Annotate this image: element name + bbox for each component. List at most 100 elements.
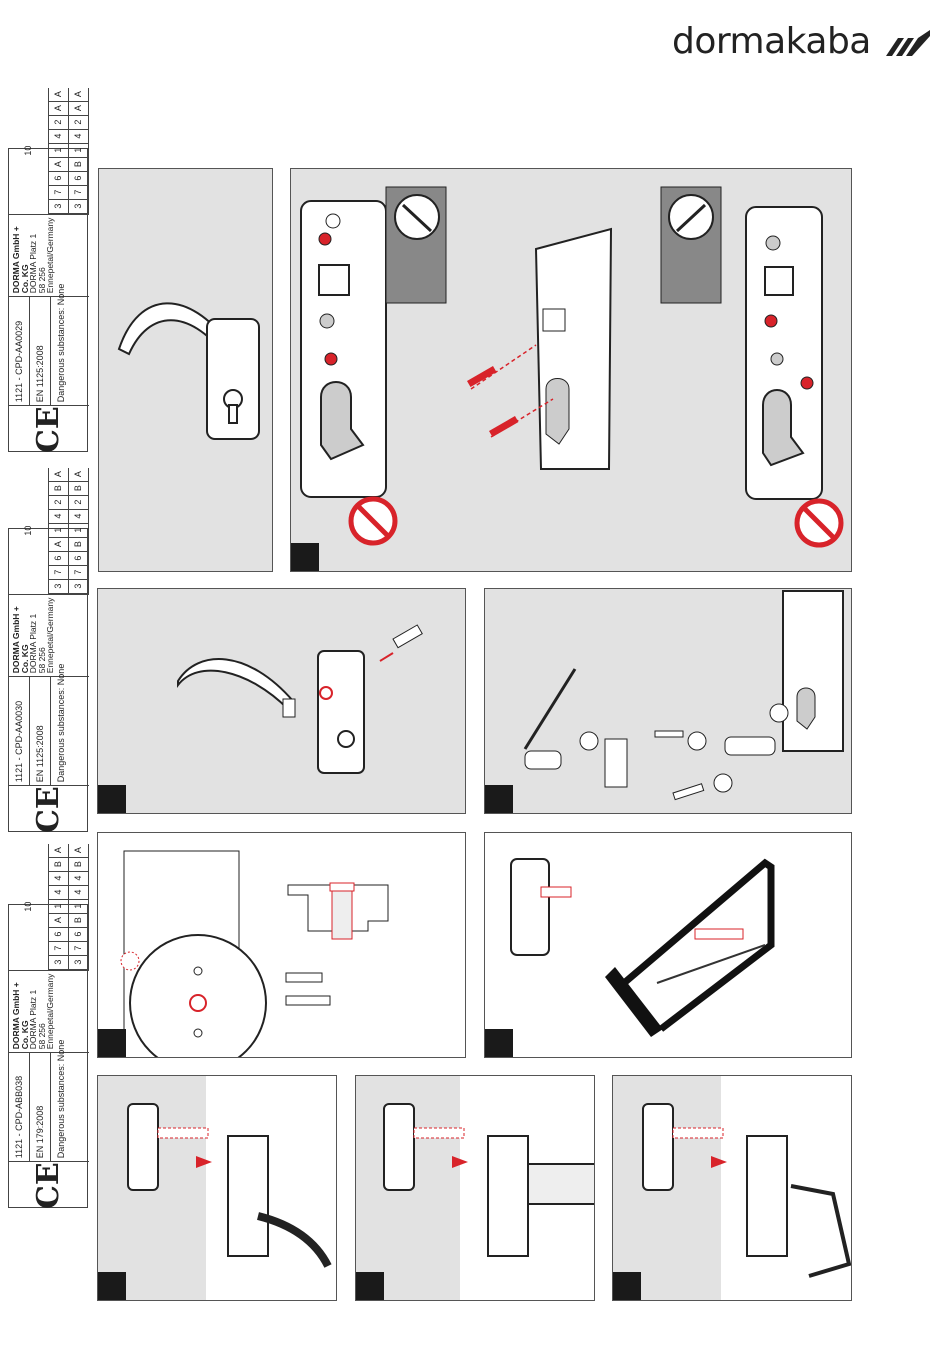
- class-header: 10: [9, 87, 49, 214]
- ce-code-line: EN 1125:2008: [30, 297, 51, 406]
- panel-mounting-plates: [290, 168, 852, 572]
- class-cell: 2: [69, 495, 89, 510]
- class-cell: B: [49, 857, 69, 872]
- hacksaw-icon: [510, 858, 775, 1037]
- ce-mark: CE: [9, 405, 89, 453]
- maker-city: 58 256 Ennepetal/Germany: [36, 217, 56, 294]
- class-cell: 3: [69, 199, 89, 214]
- ce-codes: 1121 - CPD-AA0029 EN 1125:2008 Dangerous…: [9, 284, 89, 406]
- ce-code-line: 1121 - CPD-AA0030: [9, 677, 30, 786]
- class-cell: 2: [69, 115, 89, 130]
- class-cell: 7: [49, 185, 69, 200]
- mounting-plates-illustration: [300, 186, 844, 548]
- mount-variant-3-illustration: [642, 1103, 851, 1278]
- class-cell: 2: [49, 495, 69, 510]
- class-cell: A: [49, 843, 69, 858]
- class-header: 10: [9, 843, 49, 970]
- maker-name: DORMA GmbH + Co. KG: [11, 226, 30, 294]
- class-cell: A: [69, 467, 89, 482]
- class-cell: 6: [69, 551, 89, 566]
- class-header: 10: [9, 467, 49, 594]
- ce-code-line: EN 179:2008: [30, 1053, 51, 1162]
- class-cell: 4: [69, 885, 89, 900]
- ce-code-line: 1121 - CPD-AA0029: [9, 297, 30, 406]
- class-cell: 3: [69, 955, 89, 970]
- fit-handle-illustration: [177, 624, 423, 774]
- class-cell: A: [49, 101, 69, 116]
- class-cell: A: [49, 157, 69, 172]
- step-marker: [613, 1272, 641, 1300]
- step-marker: [356, 1272, 384, 1300]
- dormakaba-logo: dormakaba: [672, 20, 930, 64]
- maker-name: DORMA GmbH + Co. KG: [11, 606, 30, 674]
- ce-label-3: CE 1121 - CPD-ABB038 EN 179:2008 Dangero…: [8, 843, 89, 1209]
- class-cell: 7: [49, 565, 69, 580]
- ce-code-line: Dangerous substances: None: [55, 663, 66, 783]
- ce-maker: DORMA GmbH + Co. KG DORMA Platz 1 58 256…: [9, 969, 89, 1053]
- class-cell: 4: [49, 129, 69, 144]
- class-cell: 4: [49, 885, 69, 900]
- class-cell: A: [49, 467, 69, 482]
- no-hand-prohibition-icon: [794, 498, 844, 548]
- maker-name: DORMA GmbH + Co. KG: [11, 982, 30, 1050]
- step-marker: [98, 785, 126, 813]
- ce-label-2: CE 1121 - CPD-AA0030 EN 1125:2008 Danger…: [8, 467, 89, 833]
- logo-text: dormakaba: [672, 21, 871, 62]
- class-cell: 1: [69, 899, 89, 914]
- drilling-illustration: [120, 850, 389, 1057]
- no-hand-prohibition-icon: [348, 496, 398, 546]
- mount-variant-1-illustration: [127, 1103, 332, 1268]
- ce-label-1: CE 1121 - CPD-AA0029 EN 1125:2008 Danger…: [8, 87, 89, 453]
- class-cell: 1: [69, 523, 89, 538]
- class-cell: 3: [69, 579, 89, 594]
- class-cell: 1: [69, 143, 89, 158]
- class-cell: 3: [49, 579, 69, 594]
- class-cell: 1: [49, 143, 69, 158]
- ce-codes: 1121 - CPD-AA0030 EN 1125:2008 Dangerous…: [9, 663, 89, 786]
- class-cell: 6: [69, 927, 89, 942]
- class-cell: A: [69, 101, 89, 116]
- lever-handle-illustration: [117, 302, 260, 440]
- class-cell: 1: [49, 899, 69, 914]
- class-cell: 7: [69, 941, 89, 956]
- ce-maker: DORMA GmbH + Co. KG DORMA Platz 1 58 256…: [9, 593, 89, 677]
- class-cell: A: [69, 843, 89, 858]
- class-cell: 4: [69, 509, 89, 524]
- panel-mount-variant-3: [612, 1075, 852, 1301]
- class-cell: 4: [49, 871, 69, 886]
- step-marker: [98, 1029, 126, 1057]
- class-cell: A: [69, 87, 89, 102]
- maker-city: 58 256 Ennepetal/Germany: [36, 597, 56, 674]
- class-cell: B: [69, 913, 89, 928]
- class-cell: A: [49, 87, 69, 102]
- step-marker: [485, 1029, 513, 1057]
- class-cell: 4: [69, 871, 89, 886]
- panel-fit-handle: [97, 588, 466, 814]
- mount-variant-2-illustration: [383, 1103, 594, 1257]
- ce-mark: CE: [9, 785, 89, 833]
- class-cell: 7: [69, 185, 89, 200]
- class-cell: 7: [69, 565, 89, 580]
- ce-codes: 1121 - CPD-ABB038 EN 179:2008 Dangerous …: [9, 1039, 89, 1162]
- class-cell: 1: [49, 523, 69, 538]
- class-cell: 2: [49, 115, 69, 130]
- cylinder-illustration: [523, 590, 844, 801]
- ce-code-line: 1121 - CPD-ABB038: [9, 1053, 30, 1162]
- class-cell: B: [69, 157, 89, 172]
- ce-mark: CE: [9, 1161, 89, 1209]
- panel-drilling: [97, 832, 466, 1058]
- class-cell: 6: [49, 171, 69, 186]
- step-marker: [291, 543, 319, 571]
- class-cell: B: [69, 537, 89, 552]
- ce-code-line: EN 1125:2008: [30, 677, 51, 786]
- class-cell: 6: [49, 551, 69, 566]
- class-cell: 4: [49, 509, 69, 524]
- step-marker: [485, 785, 513, 813]
- class-cell: 3: [49, 955, 69, 970]
- panel-handle-overview: [98, 168, 273, 572]
- ce-code-line: Dangerous substances: None: [55, 1039, 66, 1159]
- class-cell: 4: [69, 129, 89, 144]
- class-cell: B: [49, 481, 69, 496]
